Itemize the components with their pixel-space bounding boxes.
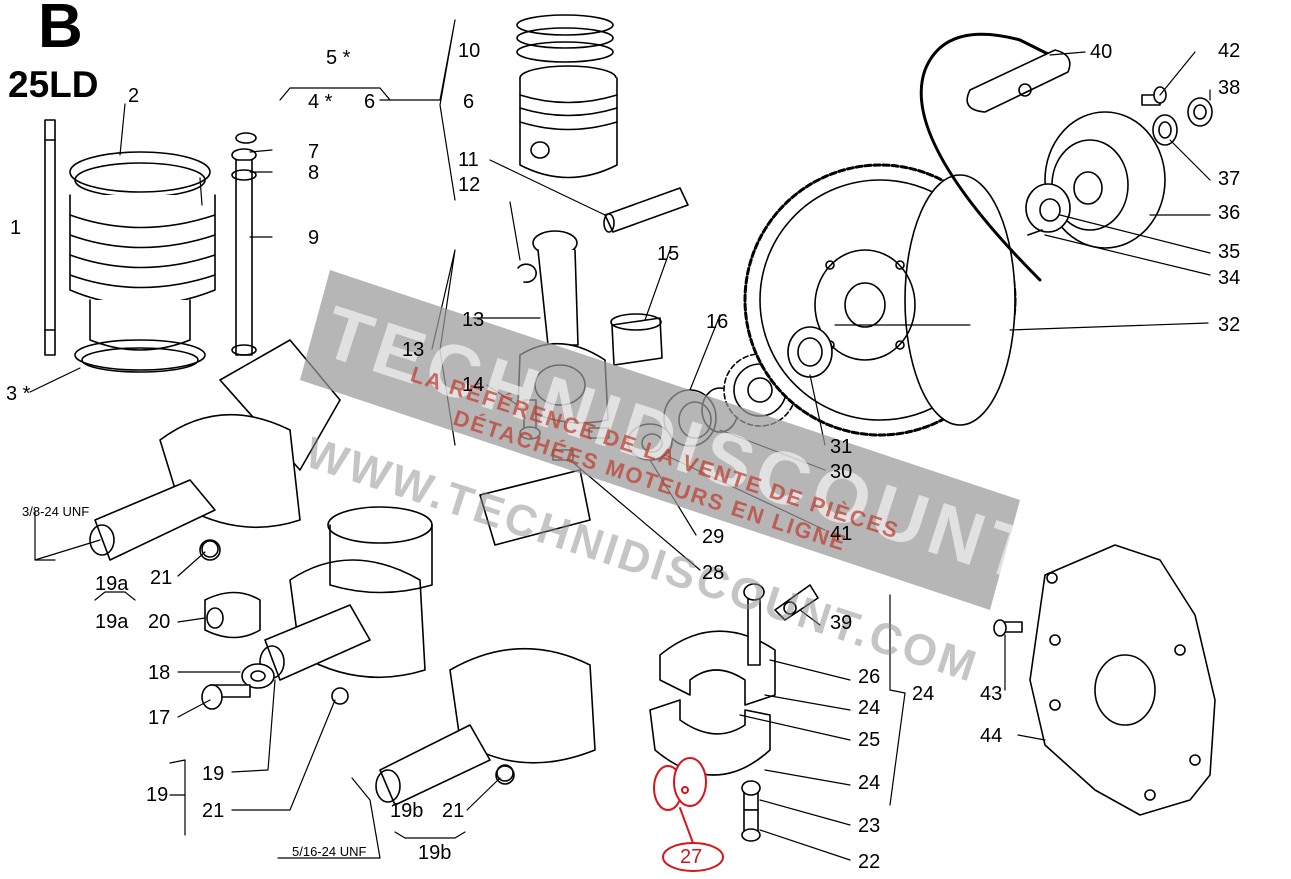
callout-28: 28 bbox=[702, 562, 725, 584]
callout-44: 44 bbox=[980, 725, 1003, 747]
callout-14: 14 bbox=[462, 374, 485, 396]
callout-20: 20 bbox=[148, 611, 171, 633]
callout-5: 5 * bbox=[326, 47, 351, 69]
flywheel-seal-part-41 bbox=[787, 326, 833, 378]
callout-10: 10 bbox=[458, 40, 481, 62]
bushing-part-27 bbox=[653, 757, 707, 811]
callout-39: 39 bbox=[830, 612, 853, 634]
callout-8: 8 bbox=[308, 162, 320, 184]
plug-part-21-top bbox=[201, 540, 219, 558]
callout-26: 26 bbox=[858, 666, 881, 688]
callout-7: 7 bbox=[308, 141, 320, 163]
watermark-band bbox=[300, 270, 1020, 610]
pin-part-34 bbox=[1027, 229, 1043, 236]
callout-15: 15 bbox=[657, 243, 680, 265]
bearing-housing-lower-part-24 bbox=[649, 699, 771, 776]
bushing-part-15 bbox=[610, 313, 663, 366]
callout-29: 29 bbox=[702, 526, 725, 548]
stud-part-1 bbox=[44, 119, 56, 356]
callout-3: 3 * bbox=[6, 383, 31, 405]
bolt-part-22 bbox=[741, 809, 761, 842]
screw-part-43 bbox=[993, 619, 1023, 637]
callout-34: 34 bbox=[1218, 267, 1241, 289]
callout-27: 27 bbox=[680, 846, 703, 868]
pulley-part-35 bbox=[1025, 183, 1071, 233]
callout-24-lower: 24 bbox=[858, 772, 881, 794]
callout-23: 23 bbox=[858, 815, 881, 837]
thread-spec-upper: 3/8-24 UNF bbox=[22, 504, 90, 519]
bearing-part-37 bbox=[1152, 114, 1178, 146]
callout-9: 9 bbox=[308, 227, 320, 249]
engine-model: 25LD bbox=[8, 64, 99, 105]
rear-cover-part-44 bbox=[1029, 544, 1216, 816]
callout-18: 18 bbox=[148, 662, 171, 684]
callout-25: 25 bbox=[858, 729, 881, 751]
callout-22: 22 bbox=[858, 851, 881, 873]
crankshaft-lower-part-19 bbox=[375, 647, 596, 806]
callout-19b-lower: 19b bbox=[418, 842, 452, 864]
callout-32: 32 bbox=[1218, 314, 1241, 336]
callout-24-upper: 24 bbox=[858, 697, 881, 719]
bearing-part-38 bbox=[1187, 97, 1213, 127]
callout-37: 37 bbox=[1218, 168, 1241, 190]
callout-1: 1 bbox=[10, 217, 22, 239]
callout-19-bracket: 19 bbox=[146, 784, 169, 806]
pushrod-tube-part-9 bbox=[231, 132, 257, 356]
cylinder-part-2 bbox=[69, 151, 216, 373]
callout-27-leader bbox=[679, 807, 694, 844]
rope-handle-part-40 bbox=[966, 49, 1071, 113]
circlip-part-12 bbox=[517, 263, 537, 284]
starter-rope bbox=[919, 32, 1052, 282]
callout-24-bracket: 24 bbox=[912, 683, 935, 705]
piston-rings-part-10 bbox=[516, 14, 614, 63]
nozzle-part-39 bbox=[774, 584, 819, 621]
starter-cup-part-36 bbox=[1044, 111, 1166, 249]
piston-part-6 bbox=[519, 65, 618, 179]
callout-40: 40 bbox=[1090, 41, 1113, 63]
crankshaft-upper-part-19 bbox=[89, 339, 341, 561]
callout-31: 31 bbox=[830, 436, 853, 458]
callout-13-bracket: 13 bbox=[402, 339, 425, 361]
callout-30: 30 bbox=[830, 461, 853, 483]
callout-38: 38 bbox=[1218, 77, 1241, 99]
bolt-part-23 bbox=[741, 780, 761, 811]
callout-42: 42 bbox=[1218, 40, 1241, 62]
leader-lines bbox=[29, 19, 1211, 861]
callout-17: 17 bbox=[148, 707, 171, 729]
washer-part-18 bbox=[241, 663, 275, 689]
thread-spec-lower: 5/16-24 UNF bbox=[292, 844, 367, 859]
plug-part-21-bot bbox=[496, 764, 514, 782]
callout-21-top: 21 bbox=[150, 567, 173, 589]
callout-36: 36 bbox=[1218, 202, 1241, 224]
callout-19a-upper: 19a bbox=[95, 573, 129, 595]
piston-pin-part-11 bbox=[603, 187, 689, 233]
callout-13-label: 13 bbox=[462, 309, 485, 331]
callout-4: 4 * bbox=[308, 91, 333, 113]
spacer-part-20 bbox=[204, 591, 261, 639]
bolt-part-17 bbox=[201, 684, 251, 710]
callout-19-label: 19 bbox=[202, 763, 225, 785]
callout-2: 2 bbox=[128, 85, 140, 107]
callout-19a-lower: 19a bbox=[95, 611, 129, 633]
callout-11: 11 bbox=[458, 149, 479, 171]
callout-41: 41 bbox=[830, 523, 853, 545]
plug-part-21-mid bbox=[331, 687, 349, 705]
section-letter: B bbox=[38, 0, 83, 61]
callout-21-mid: 21 bbox=[202, 800, 225, 822]
callout-6-left: 6 bbox=[364, 91, 376, 113]
bearing-housing-upper-part-24 bbox=[659, 630, 776, 706]
callout-21-bot: 21 bbox=[442, 800, 465, 822]
callout-6-right: 6 bbox=[463, 91, 475, 113]
stud-part-26 bbox=[743, 583, 765, 666]
callout-35: 35 bbox=[1218, 241, 1241, 263]
callout-12: 12 bbox=[458, 174, 481, 196]
callout-19b-upper: 19b bbox=[390, 800, 424, 822]
callout-43: 43 bbox=[980, 683, 1003, 705]
callout-16: 16 bbox=[706, 311, 729, 333]
screw-part-42 bbox=[1141, 86, 1167, 106]
